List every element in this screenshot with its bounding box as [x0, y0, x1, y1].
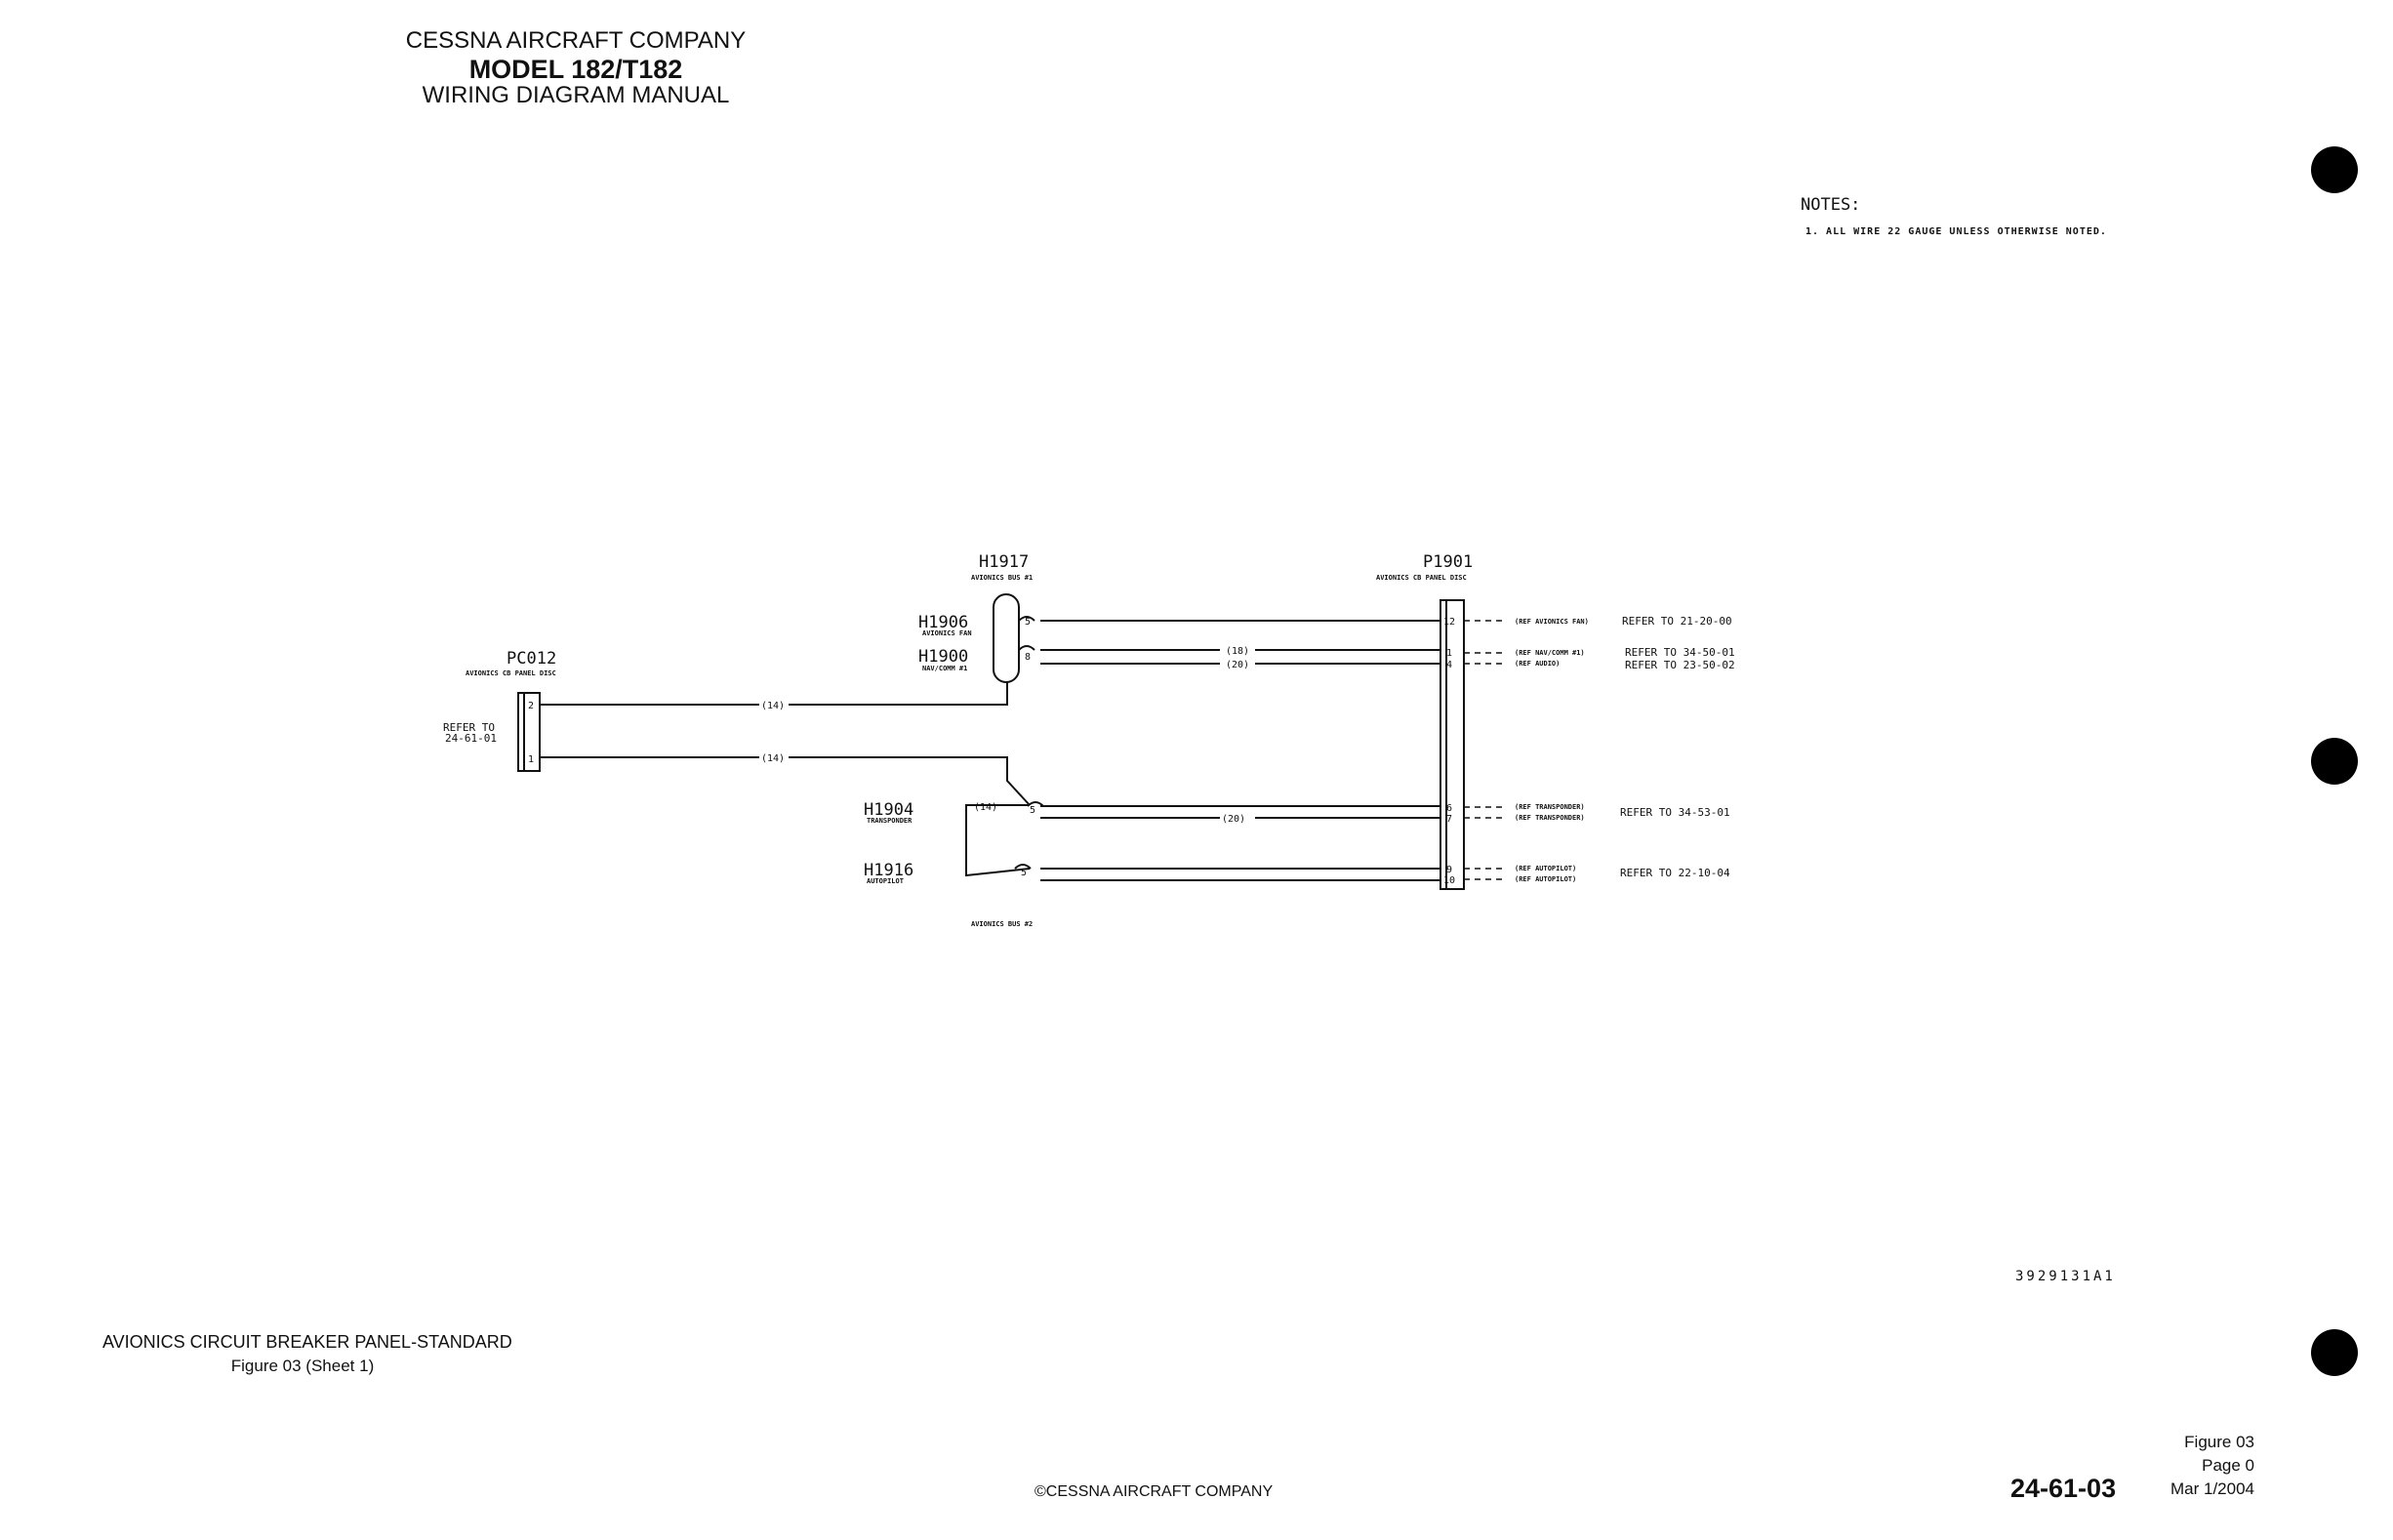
wire-gauge-label: (20) — [1222, 814, 1245, 825]
figure-title: AVIONICS CIRCUIT BREAKER PANEL-STANDARD — [102, 1332, 512, 1352]
avionics-bus-1-bar — [993, 593, 1020, 683]
avionics-bus-2-link — [965, 804, 1031, 877]
h1900-rating: 8 — [1025, 652, 1031, 663]
p1901-pin: 1 — [1446, 648, 1452, 659]
pc012-label: PC012 — [507, 649, 556, 669]
p1901-sub: AVIONICS CB PANEL DISC — [1376, 574, 1467, 582]
ref-line: (REF AUTOPILOT) — [1515, 865, 1576, 872]
refer-to: REFER TO 22-10-04 — [1620, 867, 1730, 879]
h1916-label: H1916 — [864, 861, 913, 880]
section-number: 24-61-03 — [2010, 1474, 2117, 1503]
copyright: ©CESSNA AIRCRAFT COMPANY — [1034, 1483, 1274, 1500]
header-company: CESSNA AIRCRAFT COMPANY — [405, 27, 747, 54]
wire-gauge-label: (18) — [1226, 646, 1249, 657]
p1901-pin: 10 — [1443, 875, 1455, 886]
breaker-h1906-symbol — [1018, 616, 1035, 622]
refer-to: REFER TO 23-50-02 — [1625, 659, 1735, 671]
binder-hole — [2311, 1329, 2358, 1376]
figure-number: Figure 03 — [2184, 1433, 2254, 1451]
page-number: Page 0 — [2202, 1456, 2254, 1475]
h1900-label: H1900 — [918, 647, 968, 667]
h1916-sub: AUTOPILOT — [867, 877, 904, 885]
revision-date: Mar 1/2004 — [2170, 1479, 2254, 1498]
wire-label-backing — [1220, 811, 1255, 825]
pc012-sub: AVIONICS CB PANEL DISC — [466, 669, 556, 677]
wire-pc012-pin2 — [540, 682, 1008, 706]
ref-line: (REF TRANSPONDER) — [1515, 803, 1585, 811]
h1917-label: H1917 — [979, 552, 1029, 572]
pc012-refer-2: 24-61-01 — [445, 732, 497, 745]
header-manual: WIRING DIAGRAM MANUAL — [422, 82, 730, 108]
ref-line: (REF AVIONICS FAN) — [1515, 618, 1589, 626]
wire-label-backing — [759, 698, 789, 711]
p1901-pin: 12 — [1443, 617, 1455, 628]
breaker-h1916-symbol — [1014, 864, 1032, 870]
note-item: 1. ALL WIRE 22 GAUGE UNLESS OTHERWISE NO… — [1805, 226, 2107, 237]
pc012-connector — [517, 692, 541, 772]
h1906-rating: 5 — [1025, 617, 1031, 628]
wire-label-backing — [759, 750, 789, 764]
p1901-label: P1901 — [1423, 552, 1473, 572]
wire-gauge-label: (14) — [974, 802, 997, 813]
h1906-sub: AVIONICS FAN — [922, 629, 972, 637]
refer-to: REFER TO 21-20-00 — [1622, 615, 1732, 628]
h1917-sub: AVIONICS BUS #1 — [971, 574, 1033, 582]
binder-hole — [2311, 146, 2358, 193]
notes-title: NOTES: — [1801, 195, 1861, 215]
p1901-pin: 4 — [1446, 660, 1452, 670]
refer-to: REFER TO 34-53-01 — [1620, 806, 1730, 819]
wire-label-backing — [1220, 644, 1255, 668]
h1906-label: H1906 — [918, 613, 968, 632]
p1901-pin: 7 — [1446, 814, 1452, 825]
wire-gauge-label: (14) — [761, 753, 785, 764]
h1904-sub: TRANSPONDER — [867, 817, 913, 825]
h1900-sub: NAV/COMM #1 — [922, 665, 967, 672]
ref-line: (REF AUDIO) — [1515, 660, 1560, 668]
pc012-refer-1: REFER TO — [443, 721, 495, 734]
breaker-h1900-symbol — [1018, 645, 1035, 651]
p1901-connector — [1440, 599, 1465, 890]
pc012-pin: 2 — [528, 701, 534, 711]
wire-gauge-label: (20) — [1226, 660, 1249, 670]
h1904-label: H1904 — [864, 800, 913, 820]
figure-sheet: Figure 03 (Sheet 1) — [230, 1357, 375, 1375]
p1901-pin: 9 — [1446, 865, 1452, 875]
ref-line: (REF NAV/COMM #1) — [1515, 649, 1585, 657]
binder-hole — [2311, 738, 2358, 785]
pc012-pin: 1 — [528, 754, 534, 765]
avionics-bus-2-label: AVIONICS BUS #2 — [971, 920, 1033, 928]
header-model: MODEL 182/T182 — [468, 55, 683, 84]
drawing-id: 3929131A1 — [2015, 1269, 2116, 1284]
p1901-pin: 6 — [1446, 803, 1452, 814]
ref-line: (REF TRANSPONDER) — [1515, 814, 1585, 822]
refer-to: REFER TO 34-50-01 — [1625, 646, 1735, 659]
h1916-rating: 5 — [1021, 868, 1027, 878]
h1904-rating: 5 — [1030, 805, 1035, 816]
wire-gauge-label: (14) — [761, 701, 785, 711]
ref-line: (REF AUTOPILOT) — [1515, 875, 1576, 883]
wire-pc012-pin1 — [540, 756, 1031, 806]
breaker-h1904-symbol — [1027, 801, 1044, 807]
